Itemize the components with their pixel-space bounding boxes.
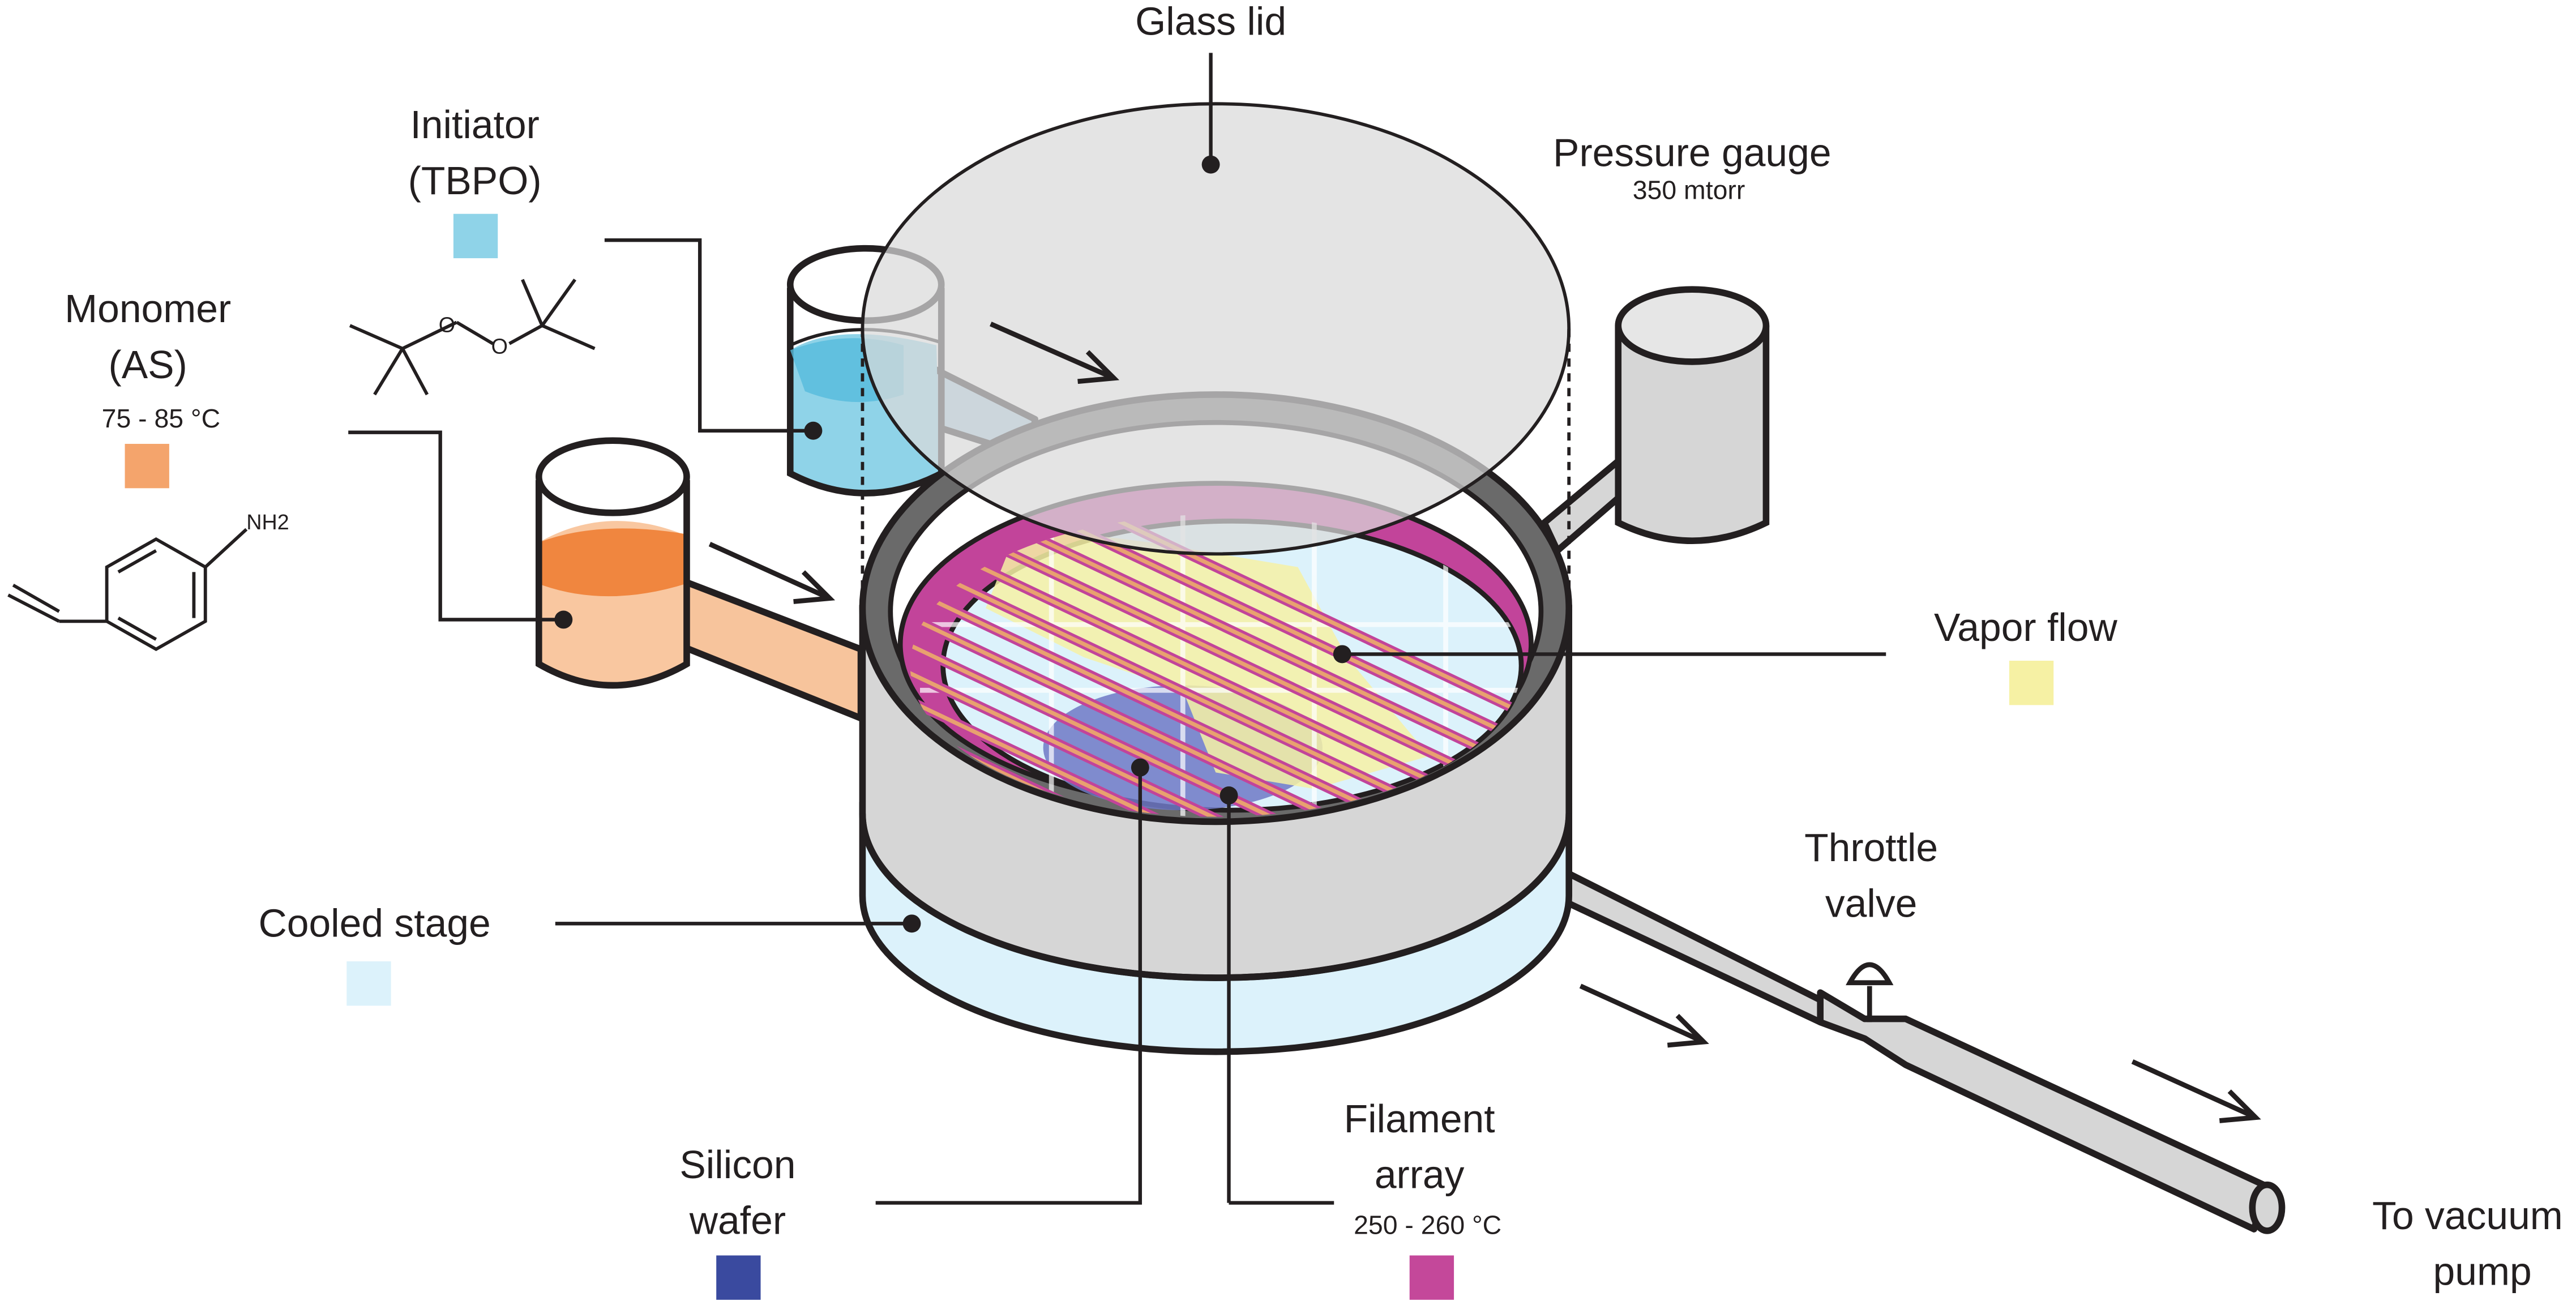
- cooled-stage-label: Cooled stage: [258, 901, 490, 945]
- throttle-label-2: valve: [1825, 882, 1918, 926]
- arrow-icon: [2131, 1059, 2261, 1123]
- cooled-stage-swatch: [346, 961, 391, 1006]
- nh2-label: NH2: [246, 510, 289, 534]
- filament-label-2: array: [1375, 1152, 1465, 1196]
- svg-text:O: O: [439, 313, 455, 337]
- filament-label: Filament: [1344, 1097, 1495, 1141]
- filament-rod-core: [910, 576, 1522, 817]
- filament-rod-core: [910, 514, 1522, 725]
- monomer-temp: 75 - 85 °C: [102, 404, 220, 433]
- filament-rod-core: [910, 604, 1522, 817]
- silicon-wafer-swatch: [716, 1255, 761, 1300]
- leader-lines: [348, 53, 1886, 1205]
- vapor-flow-label: Vapor flow: [1934, 605, 2118, 649]
- glass-lid-label: Glass lid: [1135, 0, 1286, 43]
- aminostyrene-structure-icon: NH2: [7, 510, 289, 652]
- filament-rod-core: [910, 716, 1522, 817]
- monomer-swatch: [125, 443, 169, 489]
- vacuum-label-2: pump: [2433, 1250, 2532, 1294]
- arrow-icon: [708, 542, 836, 604]
- pressure-gauge-label: Pressure gauge: [1553, 131, 1832, 175]
- throttle-label: Throttle: [1804, 825, 1938, 870]
- throttle-valve-icon: [1846, 962, 1894, 1022]
- pressure-value: 350 mtorr: [1633, 176, 1745, 205]
- svg-text:O: O: [491, 334, 508, 358]
- vapor-flow-swatch: [2009, 661, 2054, 705]
- initiator-label: Initiator: [410, 102, 539, 147]
- pressure-gauge: [1541, 286, 1770, 554]
- initiator-swatch: [453, 213, 498, 259]
- flow-arrows: [708, 322, 2261, 1123]
- arrow-icon: [1579, 983, 1709, 1048]
- monomer-label: Monomer: [65, 286, 231, 331]
- filament-rod-core: [910, 660, 1522, 817]
- filament-rod-core: [910, 514, 1522, 753]
- silicon-label: Silicon: [679, 1143, 795, 1187]
- monomer-jar: [535, 437, 865, 722]
- filament-rod-core: [910, 688, 1522, 817]
- filament-rod-core: [910, 632, 1522, 817]
- filament-array-swatch: [1409, 1255, 1454, 1300]
- filament-temp: 250 - 260 °C: [1354, 1210, 1501, 1240]
- silicon-label-2: wafer: [689, 1199, 786, 1243]
- tbpo-structure-icon: O O: [349, 279, 596, 396]
- leader-dots: [554, 155, 1351, 933]
- vacuum-label: To vacuum: [2372, 1193, 2563, 1238]
- monomer-abbrev: (AS): [109, 343, 187, 387]
- arrow-icon: [990, 322, 1120, 384]
- initiator-abbrev: (TBPO): [408, 159, 542, 203]
- glass-lid: [861, 102, 1571, 609]
